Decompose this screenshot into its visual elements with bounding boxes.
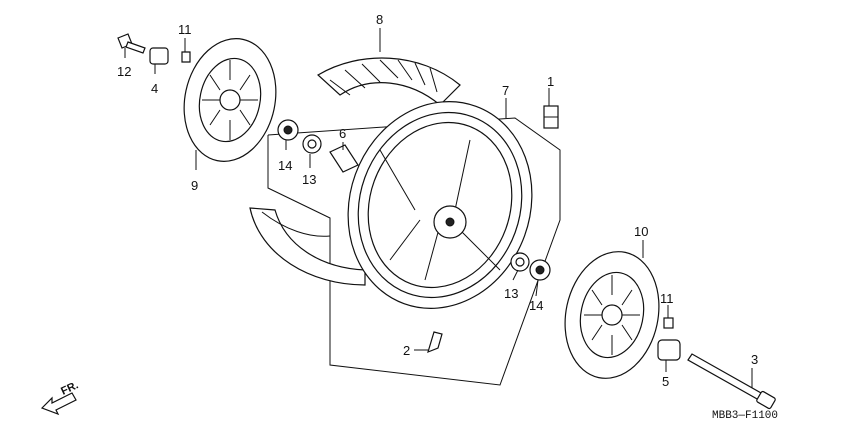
bolt-11-lower: [663, 317, 674, 329]
callout-11-upper: 11: [178, 22, 192, 37]
arrow-left-icon: [40, 392, 77, 416]
brake-disc-right: [564, 251, 660, 379]
callout-5: 5: [662, 374, 669, 389]
collar-4: [149, 47, 169, 65]
callout-13-lower: 13: [504, 286, 518, 301]
callout-13-upper: 13: [302, 172, 316, 187]
leader-lines: [124, 28, 753, 388]
callout-8: 8: [376, 12, 383, 27]
collar-5: [657, 339, 681, 361]
tire-upper: [316, 57, 461, 106]
bearing-14-upper: [277, 119, 299, 141]
callout-10: 10: [634, 224, 648, 239]
spacer-6: [329, 144, 359, 173]
bolt-12: [117, 33, 146, 54]
callout-11-lower: 11: [660, 291, 674, 306]
clip-1: [543, 105, 559, 129]
drawing-code: MBB3—F1100: [712, 410, 778, 422]
axle-3: [687, 353, 776, 410]
callout-2: 2: [403, 343, 410, 358]
valve-2: [427, 331, 443, 354]
tire-lower: [249, 207, 366, 286]
callout-6: 6: [339, 126, 346, 141]
direction-label: FR.: [59, 379, 80, 397]
callout-4: 4: [151, 81, 158, 96]
bolt-11-upper: [181, 51, 191, 63]
brake-disc-left: [183, 38, 277, 162]
callout-14-upper: 14: [278, 158, 292, 173]
bearing-14-lower: [529, 259, 551, 281]
callout-14-lower: 14: [529, 298, 543, 313]
bearing-13-lower: [510, 252, 530, 272]
callout-9: 9: [191, 178, 198, 193]
wheel-rim: [347, 101, 533, 309]
callout-3: 3: [751, 352, 758, 367]
callout-1: 1: [547, 74, 554, 89]
callout-12: 12: [117, 64, 131, 79]
front-direction-indicator: FR.: [40, 379, 80, 416]
callout-7: 7: [502, 83, 509, 98]
assembly-frame: [267, 117, 561, 386]
bearing-13-upper: [302, 134, 322, 154]
